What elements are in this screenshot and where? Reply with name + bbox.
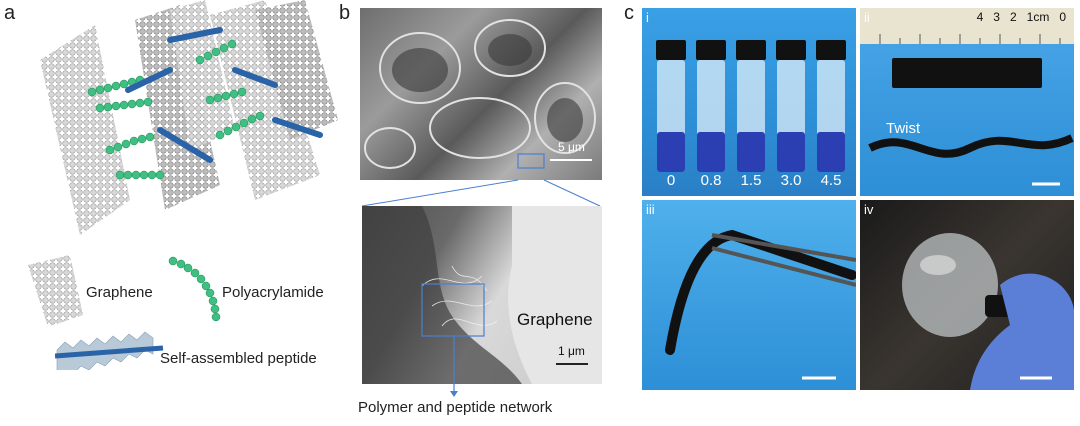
legend-peptide-label: Self-assembled peptide [160, 350, 317, 367]
panel-c-letter: c [624, 2, 634, 24]
vial-label: 4.5 [820, 172, 842, 189]
graphene-sheet [40, 25, 130, 235]
panel-b-letter: b [339, 2, 351, 24]
vial-label: 0 [666, 172, 676, 189]
ruler-scale-text: 4 3 2 1cm 0 [976, 10, 1066, 24]
network-caption: Polymer and peptide network [358, 399, 553, 416]
peptide-bars [125, 27, 323, 163]
ruler-twist-photo: ii 4 3 2 1cm 0 Twist [860, 8, 1074, 196]
sem-image-low-mag: 5 μm [360, 8, 602, 180]
vials-photo: i 0 0.8 1.5 3.0 4.5 [642, 8, 856, 196]
peptide-legend-icon [55, 331, 164, 370]
legend-graphene-label: Graphene [86, 284, 153, 301]
panel-a-letter: a [4, 2, 16, 24]
bent-strip-photo: iii [642, 200, 856, 390]
subpanel-iv-label: iv [864, 202, 874, 217]
polyacrylamide-legend-icon [168, 256, 221, 322]
sem-top-scale-label: 5 μm [558, 140, 585, 154]
vial-label: 0.8 [700, 172, 722, 189]
sem-graphene-label: Graphene [517, 310, 593, 329]
sem-image-high-mag: Graphene 1 μm [362, 206, 602, 384]
legend-polyacrylamide-label: Polyacrylamide [222, 284, 324, 301]
sem-bottom-scale-label: 1 μm [558, 344, 585, 358]
graphene-hydrogel-schematic [40, 0, 338, 235]
graphene-sheet [135, 5, 220, 210]
balloon-photo: iv [860, 200, 1074, 390]
subpanel-i-label: i [646, 10, 649, 25]
subpanel-iii-label: iii [646, 202, 655, 217]
graphene-sheet [210, 0, 320, 200]
graphene-legend-icon [28, 255, 83, 327]
polyacrylamide-chains [87, 39, 265, 180]
arrow-down-icon [450, 383, 458, 397]
graphene-sheet [255, 0, 338, 140]
twist-label: Twist [886, 120, 921, 137]
vial-label: 3.0 [780, 172, 802, 189]
zoom-lines [361, 179, 601, 207]
vial-label: 1.5 [740, 172, 762, 189]
subpanel-ii-label: ii [864, 10, 870, 25]
